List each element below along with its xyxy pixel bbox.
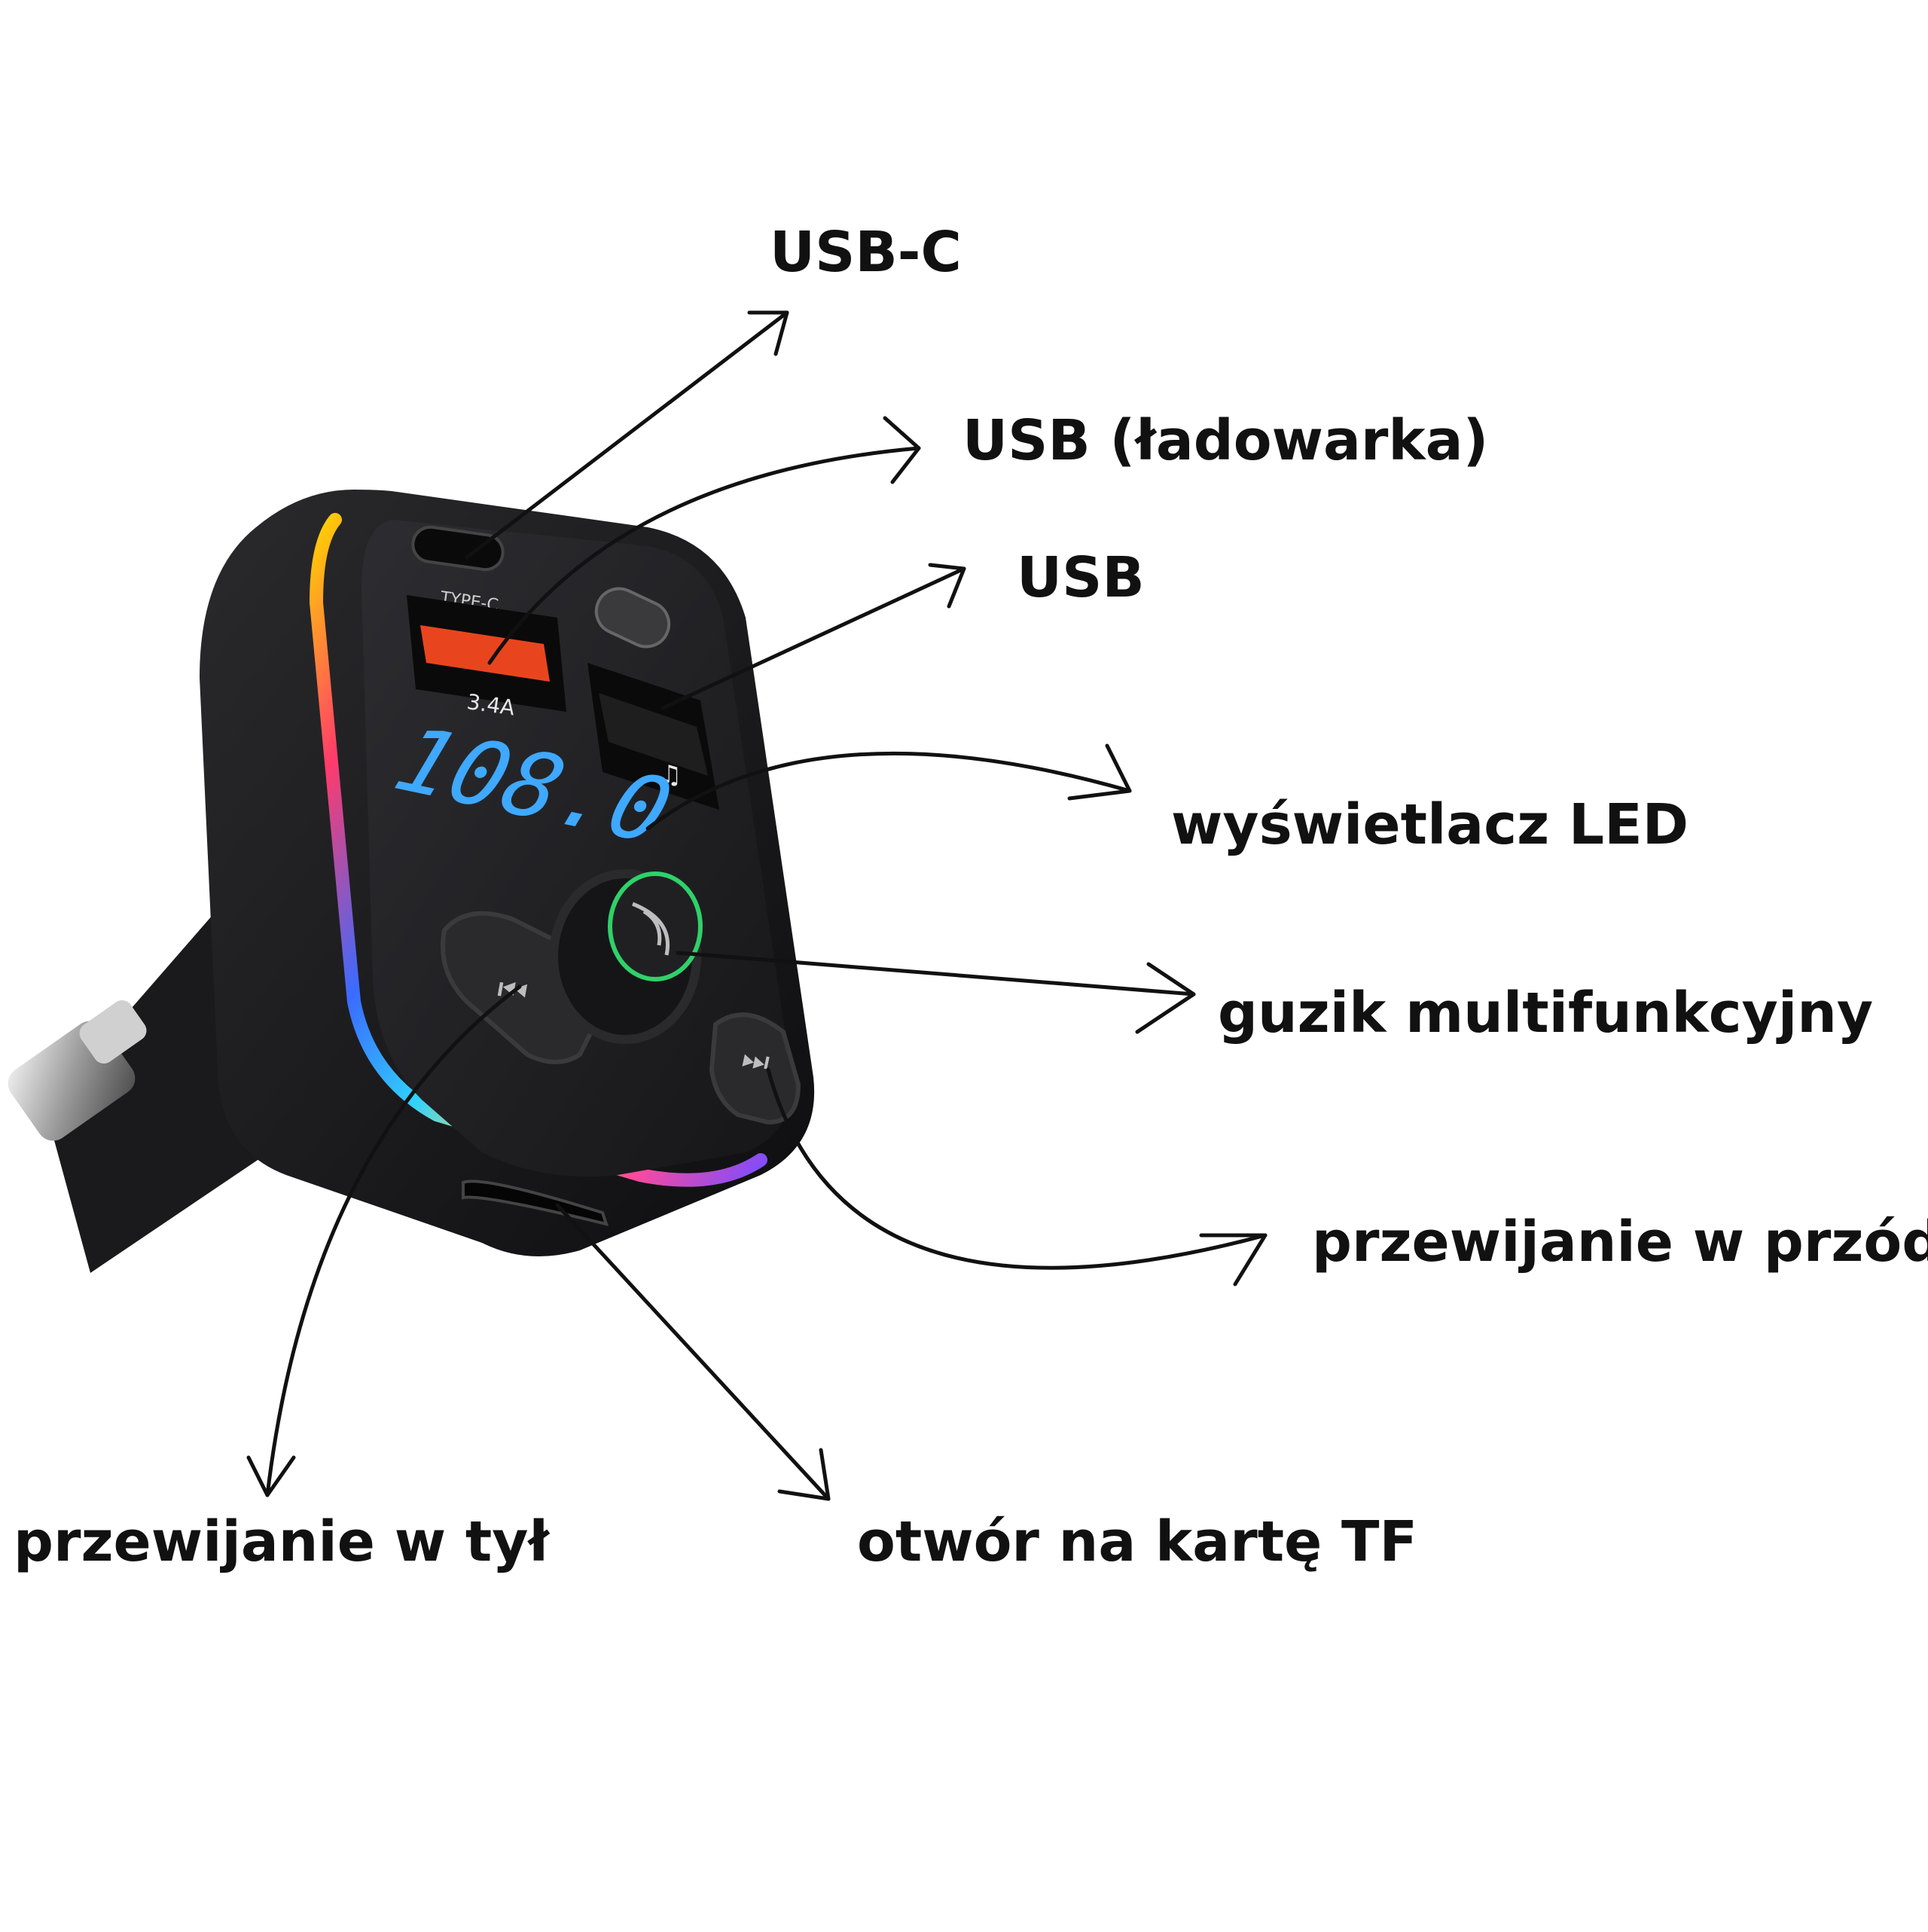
arrow-forward — [766, 1067, 1268, 1270]
arrow-tf-slot — [555, 1203, 831, 1501]
arrow-usb — [660, 566, 966, 710]
label-tf-slot: otwór na kartę TF — [857, 1509, 1418, 1574]
label-backward: przewijanie w tył — [14, 1509, 549, 1574]
multifunction-knob — [549, 869, 703, 1044]
annotation-arrows — [246, 310, 1268, 1501]
label-forward: przewijanie w przód — [1312, 1210, 1928, 1274]
label-multifunction-button: guzik multifunkcyjny — [1218, 981, 1874, 1045]
label-usb: USB — [1017, 545, 1145, 610]
arrow-led-display — [645, 751, 1132, 831]
rgb-light-ring — [309, 513, 767, 1187]
label-led-display: wyświetlacz LED — [1171, 792, 1689, 857]
music-note-icon: ♫ — [659, 760, 682, 790]
arrow-backward — [265, 984, 522, 1497]
usb-port — [587, 663, 719, 810]
arrow-usb-c — [465, 310, 789, 560]
label-usb-charger: USB (ładowarka) — [962, 408, 1489, 473]
arrow-multifunction-button — [676, 951, 1196, 997]
label-usb-c: USB-C — [770, 220, 962, 285]
arrow-usb-charger — [487, 446, 921, 665]
tf-card-slot — [462, 1180, 609, 1226]
microphone-grill — [594, 587, 671, 649]
